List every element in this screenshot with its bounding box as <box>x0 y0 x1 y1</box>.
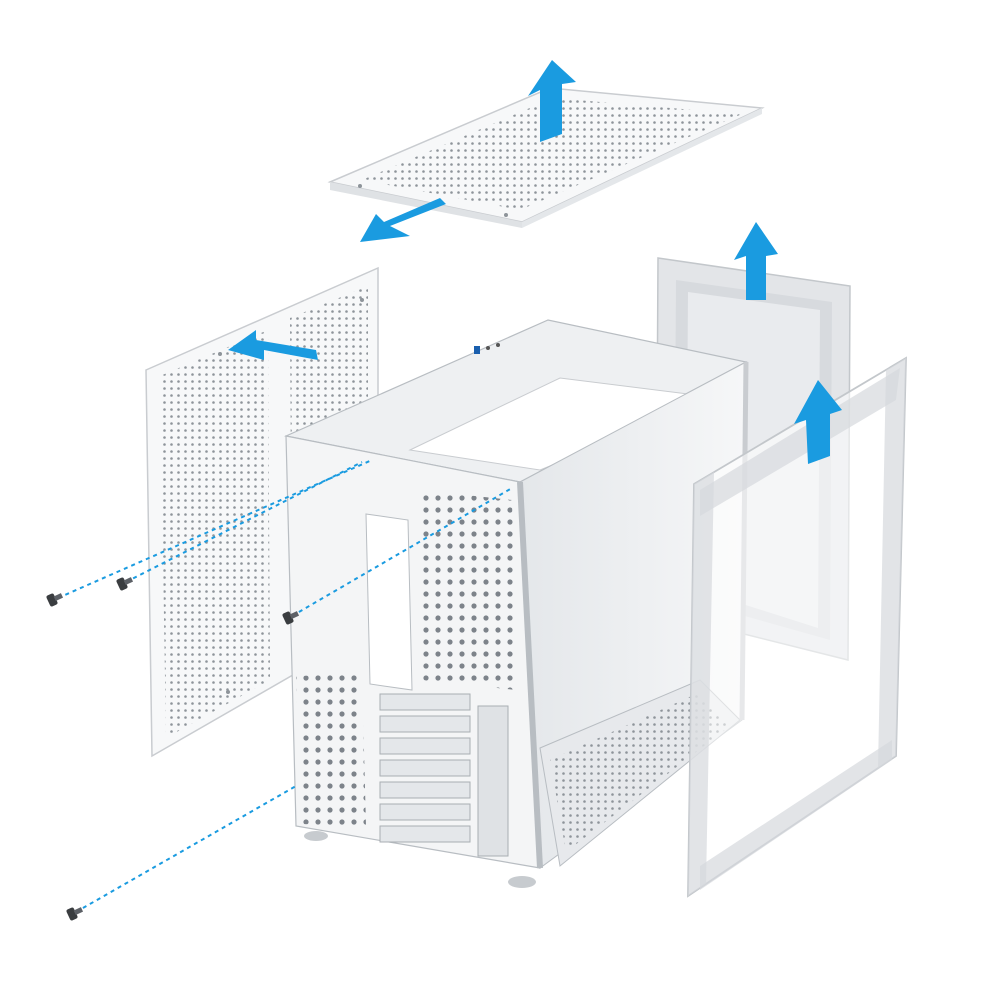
thumb-screw-icon <box>66 907 84 921</box>
pc-case-chassis <box>284 319 749 888</box>
expansion-slots <box>379 693 509 857</box>
front-tempered-glass-panel <box>687 356 907 898</box>
dashed-screw-guide-line <box>57 459 513 913</box>
thumb-screw-icon <box>282 611 300 625</box>
usb-port-icon <box>474 346 480 354</box>
thumb-screw-icon <box>46 593 64 607</box>
blue-direction-arrow-icon <box>228 60 842 464</box>
thumb-screw-icon <box>116 577 134 591</box>
